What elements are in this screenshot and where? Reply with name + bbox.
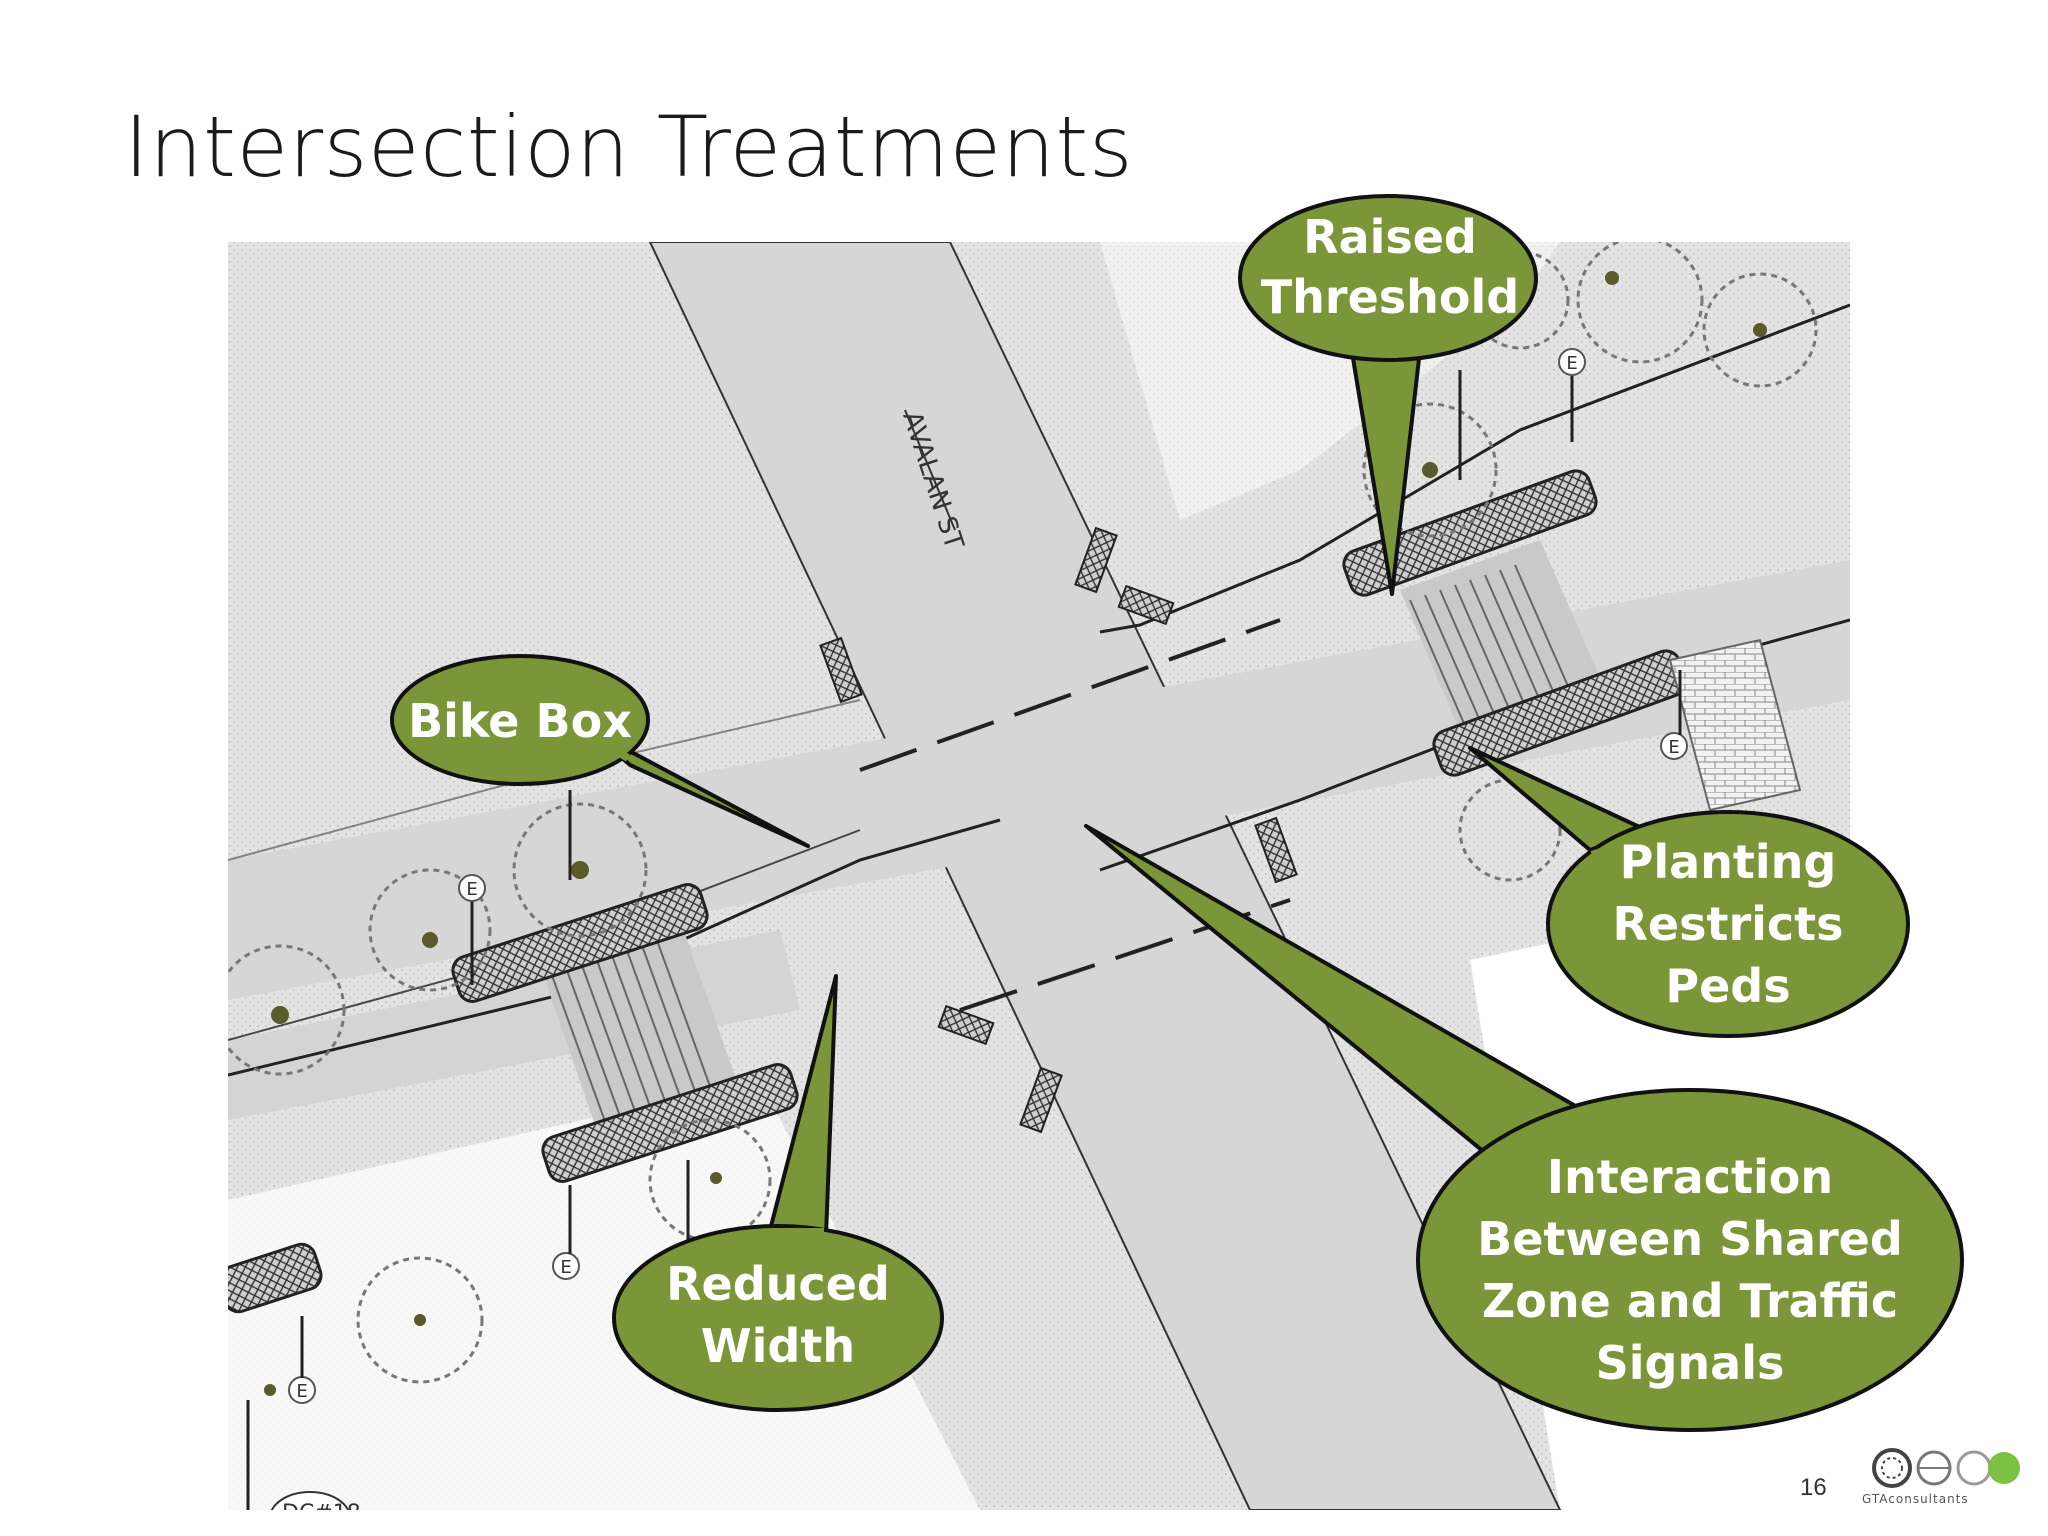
- page-title: Intersection Treatments: [124, 98, 1134, 196]
- callout-reduced-width: Reduced Width: [612, 974, 944, 1412]
- callout-raised-threshold: Raised Threshold: [1238, 194, 1538, 596]
- callout-planting-restricts-peds: Planting Restricts Peds: [1468, 746, 1910, 1038]
- svg-text:Restricts: Restricts: [1612, 897, 1843, 951]
- light-pole-markers: E E E E E: [288, 348, 1688, 1404]
- svg-text:Bike Box: Bike Box: [408, 694, 632, 748]
- svg-text:Zone and Traffic: Zone and Traffic: [1482, 1274, 1898, 1328]
- svg-text:E: E: [296, 1381, 307, 1402]
- svg-text:Interaction: Interaction: [1547, 1150, 1833, 1204]
- poles: [246, 370, 1682, 1510]
- svg-text:Threshold: Threshold: [1261, 270, 1519, 324]
- svg-text:E: E: [1668, 737, 1679, 758]
- callout-interaction: Interaction Between Shared Zone and Traf…: [1084, 824, 1964, 1432]
- tree-trunks: [264, 271, 1767, 1396]
- svg-text:E: E: [466, 879, 477, 900]
- svg-text:E: E: [1566, 353, 1577, 374]
- svg-text:Width: Width: [701, 1319, 855, 1373]
- svg-text:Signals: Signals: [1596, 1336, 1785, 1390]
- svg-text:Planting: Planting: [1620, 835, 1837, 889]
- svg-text:Between Shared: Between Shared: [1477, 1212, 1903, 1266]
- crossing-west: [540, 920, 740, 1140]
- trees: [228, 242, 1818, 1384]
- page-number: 16: [1800, 1474, 1827, 1501]
- gta-logo-icon: [1872, 1448, 2020, 1488]
- callout-bike-box: Bike Box: [390, 654, 810, 848]
- svg-text:E: E: [560, 1257, 571, 1278]
- logo-wordmark: GTAconsultants: [1862, 1492, 1969, 1506]
- svg-text:Reduced: Reduced: [666, 1257, 890, 1311]
- svg-text:Peds: Peds: [1665, 959, 1790, 1013]
- svg-text:Raised: Raised: [1303, 210, 1477, 264]
- sheet-tag: DC#18: [282, 1501, 361, 1526]
